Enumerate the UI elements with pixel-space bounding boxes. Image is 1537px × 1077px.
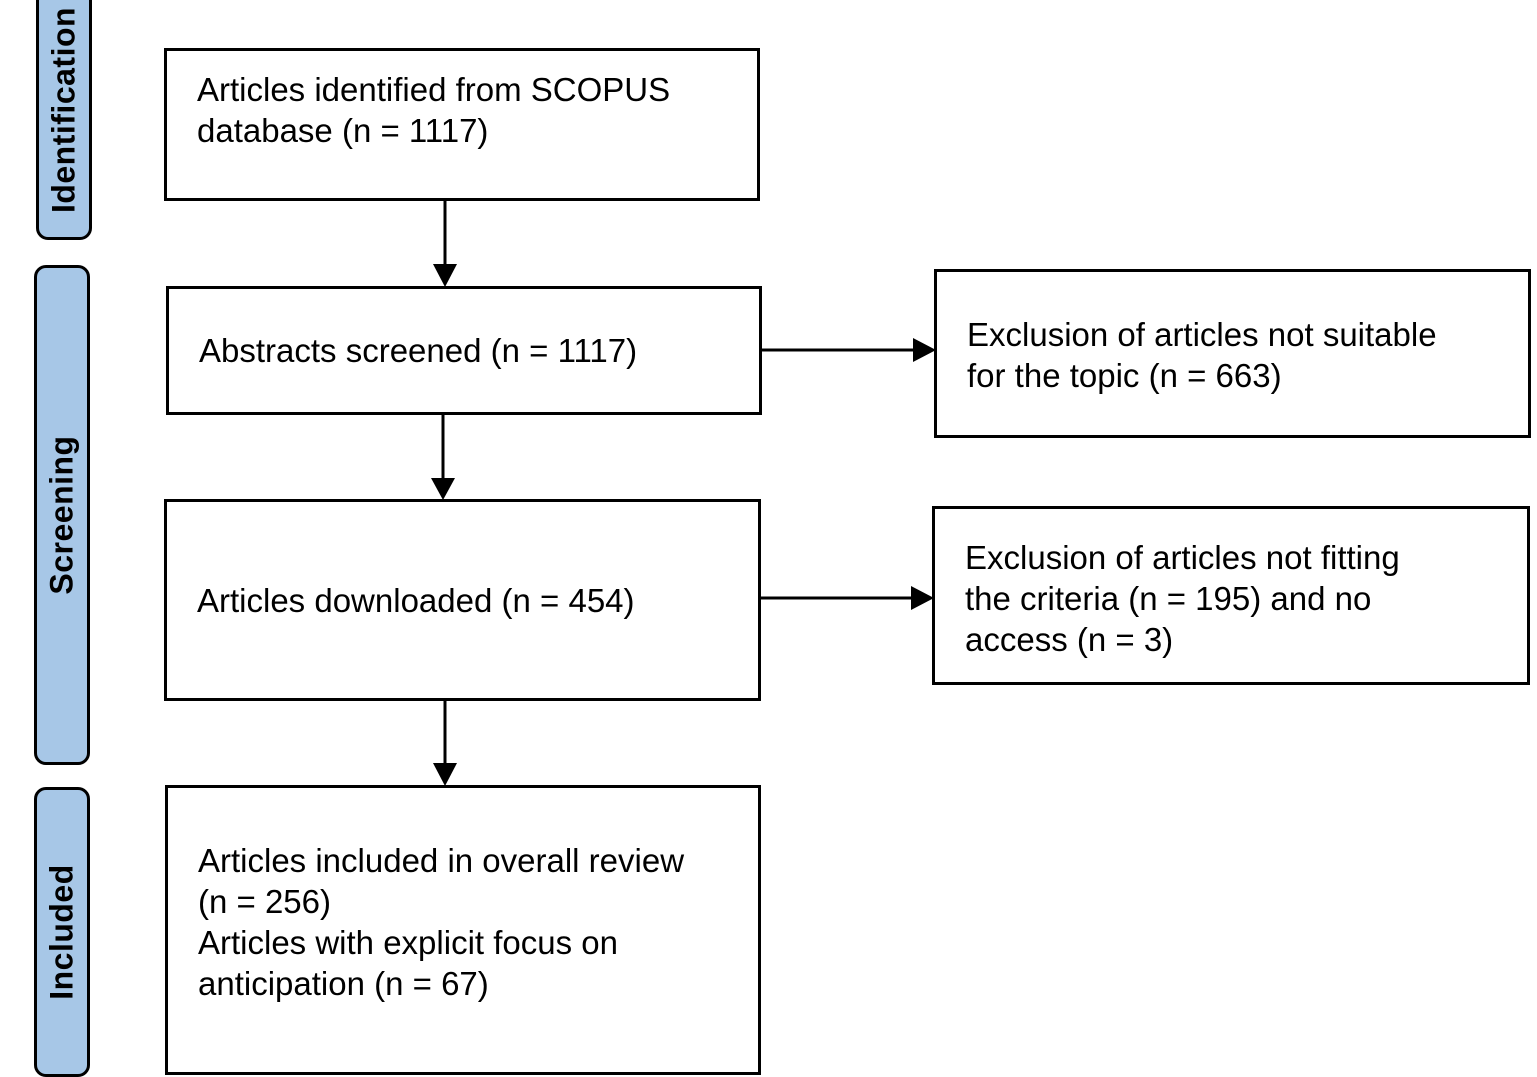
box-excluded-criteria-line-1: Exclusion of articles not fitting	[965, 539, 1400, 576]
box-articles-identified: Articles identified from SCOPUS database…	[164, 48, 760, 201]
box-identified-line-1: Articles identified from SCOPUS	[197, 71, 671, 108]
box-included-line-4: anticipation (n = 67)	[198, 965, 489, 1002]
box-included-line-2: (n = 256)	[198, 883, 331, 920]
box-excluded-topic: Exclusion of articles not suitable for t…	[934, 269, 1531, 438]
box-included-line-1: Articles included in overall review	[198, 842, 685, 879]
box-included-line-3: Articles with explicit focus on	[198, 924, 618, 961]
box-downloaded-line-1: Articles downloaded (n = 454)	[197, 581, 635, 619]
box-excluded-topic-line-1: Exclusion of articles not suitable	[967, 316, 1437, 353]
box-identified-line-2: database (n = 1117)	[197, 112, 489, 149]
box-screened-line-1: Abstracts screened (n = 1117)	[199, 332, 638, 369]
arrowhead-screened	[433, 264, 457, 287]
stage-identification: Identification	[36, 0, 92, 240]
arrowhead-included	[433, 763, 457, 786]
box-abstracts-screened: Abstracts screened (n = 1117)	[166, 286, 762, 415]
arrowhead-excluded-topic	[913, 338, 936, 362]
flow-arrows	[431, 200, 936, 786]
box-articles-included: Articles included in overall review (n =…	[165, 785, 761, 1075]
box-excluded-criteria-line-2: the criteria (n = 195) and no	[965, 580, 1372, 617]
arrowhead-excluded-criteria	[911, 586, 934, 610]
box-articles-downloaded: Articles downloaded (n = 454)	[164, 499, 761, 701]
box-excluded-criteria-line-3: access (n = 3)	[965, 621, 1174, 658]
stage-screening: Screening	[34, 265, 90, 765]
box-excluded-criteria: Exclusion of articles not fitting the cr…	[932, 506, 1530, 685]
arrowhead-downloaded	[431, 478, 455, 500]
box-excluded-topic-line-2: for the topic (n = 663)	[967, 357, 1282, 394]
stage-included: Included	[34, 787, 90, 1077]
